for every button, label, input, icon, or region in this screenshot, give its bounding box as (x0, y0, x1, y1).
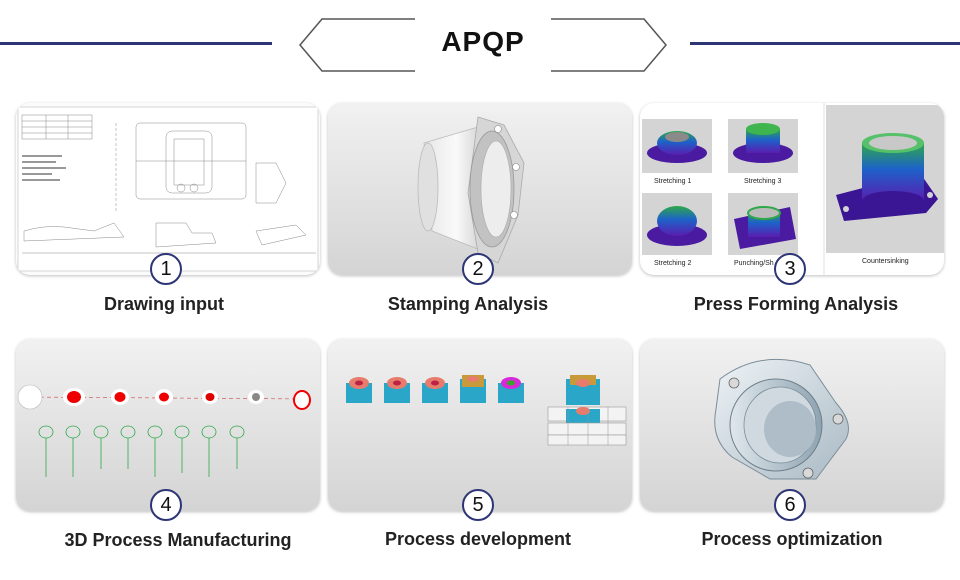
forming-image-labels: Stretching 1 Stretching 3 Stretching 2 P… (654, 178, 909, 267)
image-label-stretching-3: Stretching 3 (744, 178, 781, 185)
step-2-label: Stamping Analysis (387, 294, 549, 314)
process-steps-illustration (17, 384, 311, 477)
step-5-number-badge: 5 (462, 489, 494, 521)
step-4-image (16, 339, 320, 511)
header-rule-left (0, 42, 272, 45)
step-4-label: 3D Process Manufacturing (64, 530, 292, 550)
image-label-punching: Punching/Sh (734, 260, 774, 267)
step-2-image (328, 103, 632, 275)
step-6-image (640, 339, 944, 511)
die-sets-illustration (346, 375, 627, 446)
step-6-label: Process optimization (701, 529, 883, 549)
step-1-number-badge: 1 (150, 253, 182, 285)
drawing-sheet-illustration (17, 106, 319, 272)
step-1-label: Drawing input (104, 294, 224, 314)
forming-simulation-illustration (642, 103, 944, 275)
step-4-number-badge: 4 (150, 489, 182, 521)
title-frame (299, 18, 667, 72)
step-6-number-badge: 6 (774, 489, 806, 521)
image-label-stretching-2: Stretching 2 (654, 260, 691, 267)
optimized-part-illustration (714, 359, 849, 480)
step-5-label: Process development (384, 529, 572, 549)
step-5-image (328, 339, 632, 511)
image-label-countersinking: Countersinking (862, 258, 909, 265)
step-3-label: Press Forming Analysis (693, 294, 899, 314)
stamped-part-illustration (417, 116, 525, 264)
header-rule-right (690, 42, 960, 45)
page-title: APQP (441, 26, 525, 57)
step-2-number-badge: 2 (462, 253, 494, 285)
image-label-stretching-1: Stretching 1 (654, 178, 691, 185)
step-1-image (16, 103, 320, 275)
step-3-number-badge: 3 (774, 253, 806, 285)
step-3-image: Stretching 1 Stretching 3 Stretching 2 P… (640, 103, 944, 275)
